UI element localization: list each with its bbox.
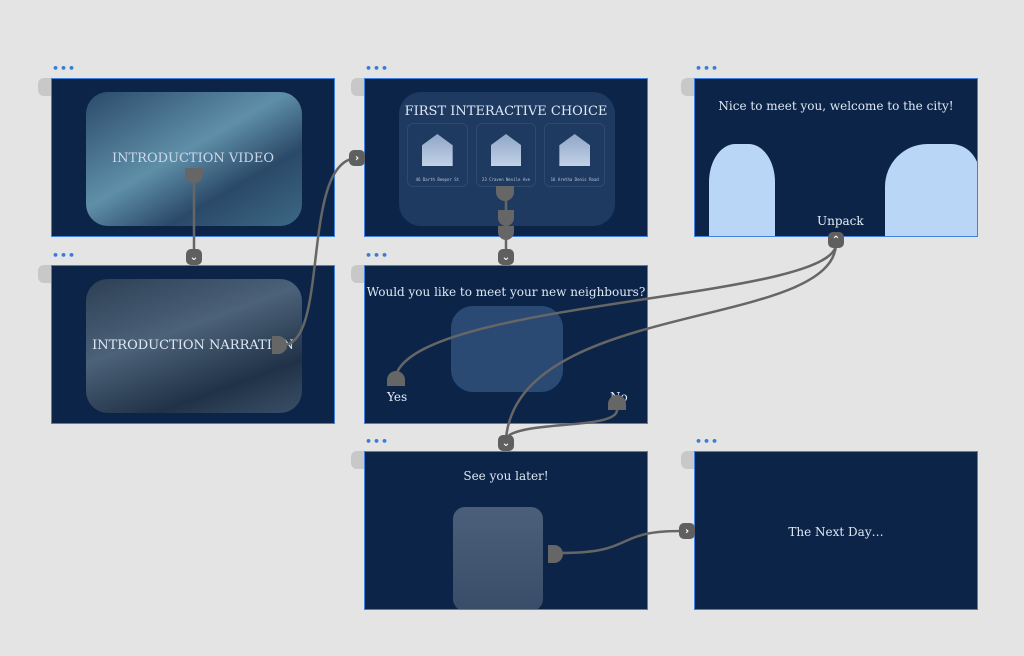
house-image (422, 134, 453, 166)
expand-chevron-down-icon[interactable]: ⌄ (498, 249, 514, 265)
node-introduction-video[interactable]: INTRODUCTION VIDEO (51, 78, 335, 237)
node-menu-icon[interactable]: ••• (695, 62, 720, 75)
choice-house-3[interactable]: 16 Aretha Denis Road (544, 123, 606, 187)
video-thumbnail (86, 279, 302, 413)
node-title: FIRST INTERACTIVE CHOICE (404, 104, 608, 119)
node-menu-icon[interactable]: ••• (52, 62, 77, 75)
node-title: The Next Day… (788, 525, 884, 539)
yes-option[interactable]: Yes (387, 390, 408, 404)
node-introduction-narration[interactable]: INTRODUCTION NARRATION (51, 265, 335, 424)
node-first-interactive-choice[interactable]: FIRST INTERACTIVE CHOICE 46 Darth Beeper… (364, 78, 648, 237)
node-title: See you later! (463, 469, 549, 483)
node-title: INTRODUCTION NARRATION (92, 338, 294, 353)
node-title: INTRODUCTION VIDEO (111, 151, 275, 166)
collapse-chevron-up-icon[interactable]: ⌃ (828, 232, 844, 248)
expand-chevron-down-icon[interactable]: ⌄ (498, 435, 514, 451)
choice-address: 16 Aretha Denis Road (550, 177, 599, 182)
person-silhouette-right (885, 144, 977, 236)
boxes-image (453, 507, 543, 609)
node-next-day[interactable]: The Next Day… (694, 451, 978, 610)
choice-address: 23 Craven Nevile Ave (481, 177, 531, 182)
node-menu-icon[interactable]: ••• (695, 435, 720, 448)
house-image (451, 306, 563, 392)
unpack-button[interactable]: Unpack (817, 214, 864, 228)
no-option[interactable]: No (610, 390, 628, 404)
expand-chevron-down-icon[interactable]: ⌄ (186, 249, 202, 265)
node-title: Nice to meet you, welcome to the city! (718, 99, 954, 113)
choice-address: 46 Darth Beeper St (415, 177, 460, 182)
node-menu-icon[interactable]: ••• (365, 435, 390, 448)
chevron-right-icon[interactable]: › (349, 150, 365, 166)
house-image (559, 134, 591, 166)
node-title: Would you like to meet your new neighbou… (366, 285, 646, 299)
node-see-you-later[interactable]: See you later! (364, 451, 648, 610)
choice-house-1[interactable]: 46 Darth Beeper St (407, 123, 468, 187)
node-menu-icon[interactable]: ••• (365, 62, 390, 75)
house-image (490, 134, 522, 166)
node-menu-icon[interactable]: ••• (52, 249, 77, 262)
node-menu-icon[interactable]: ••• (365, 249, 390, 262)
chevron-right-icon[interactable]: › (679, 523, 695, 539)
node-meet-neighbours[interactable]: Would you like to meet your new neighbou… (364, 265, 648, 424)
node-welcome[interactable]: Nice to meet you, welcome to the city! U… (694, 78, 978, 237)
choice-house-2[interactable]: 23 Craven Nevile Ave (475, 123, 537, 187)
person-silhouette-left (709, 144, 775, 236)
